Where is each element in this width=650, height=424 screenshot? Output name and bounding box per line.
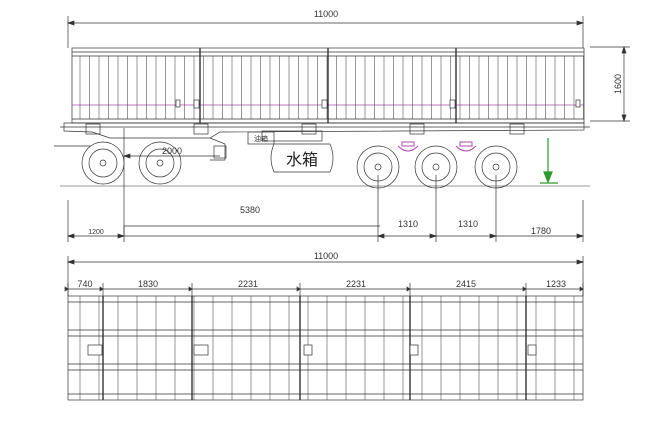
wheels bbox=[81, 141, 518, 189]
wheel bbox=[81, 141, 125, 185]
segment-arrow bbox=[406, 286, 411, 292]
height-dimension bbox=[590, 45, 630, 123]
dim-2000 bbox=[122, 153, 220, 159]
segment-dimension-chain bbox=[64, 283, 584, 296]
segment-arrow bbox=[296, 286, 301, 292]
wheel bbox=[138, 141, 182, 185]
overall-length-label: 11000 bbox=[314, 9, 338, 19]
box-ribs bbox=[79, 56, 584, 119]
segment-arrow bbox=[579, 286, 584, 292]
segment-arrow bbox=[99, 286, 104, 292]
segment-2-label: 1830 bbox=[138, 279, 158, 289]
segment-1-label: 740 bbox=[77, 279, 92, 289]
overall-length-dimension-bottom bbox=[66, 256, 585, 296]
water-tank-label: 水箱 bbox=[286, 150, 318, 169]
segment-arrow bbox=[64, 286, 69, 292]
segment-6-label: 1233 bbox=[546, 279, 566, 289]
front-overhang-label: 1200 bbox=[88, 229, 104, 236]
deck-outline bbox=[67, 295, 584, 401]
segment-5-label: 2415 bbox=[456, 279, 476, 289]
dim-2000-label: 2000 bbox=[162, 146, 182, 156]
overall-length-dimension-top bbox=[66, 16, 585, 48]
segment-3-label: 2231 bbox=[238, 279, 258, 289]
segment-arrow bbox=[188, 286, 193, 292]
suspension-springs bbox=[397, 141, 477, 152]
side-view: 11000 1600 bbox=[54, 9, 630, 242]
axle-spacing-2-label: 1310 bbox=[458, 219, 478, 229]
wheel bbox=[474, 145, 518, 189]
plan-overall-length-label: 11000 bbox=[314, 251, 338, 261]
height-label: 1600 bbox=[613, 74, 623, 94]
axle-spacing-1-label: 1310 bbox=[398, 219, 418, 229]
segment-arrow bbox=[522, 286, 527, 292]
water-tank bbox=[247, 130, 334, 173]
segment-4-label: 2231 bbox=[346, 279, 366, 289]
dim-5380-label: 5380 bbox=[240, 205, 260, 215]
fuel-tank-label: 油箱 bbox=[254, 134, 268, 143]
cross-members bbox=[79, 296, 575, 400]
plan-view: 11000 740 1830 2231 2231 2415 1233 bbox=[64, 251, 585, 401]
rear-overhang-label: 1780 bbox=[531, 226, 551, 236]
landing-leg bbox=[540, 138, 558, 184]
bottom-dimension-chain bbox=[66, 175, 585, 242]
cargo-box bbox=[71, 47, 585, 124]
